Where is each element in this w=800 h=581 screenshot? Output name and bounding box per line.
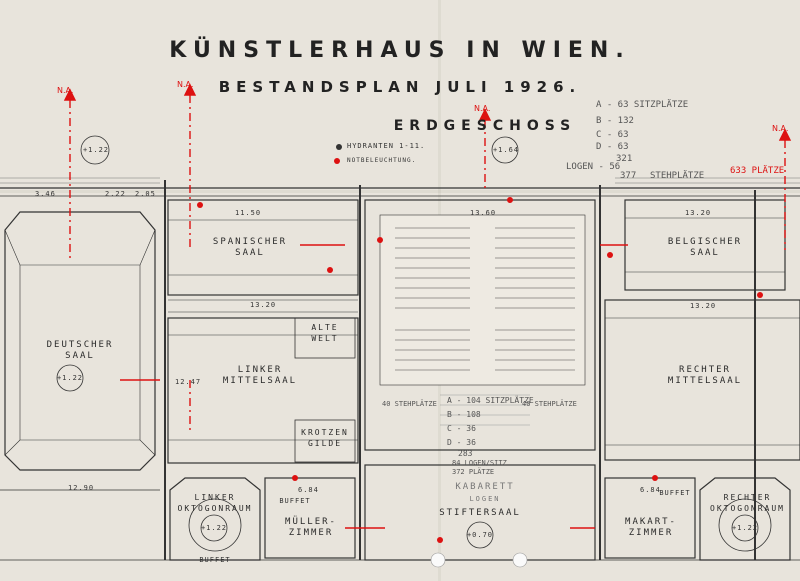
room-stiftersaal: STIFTERSAAL: [439, 508, 521, 518]
room-buffet: BUFFET: [659, 489, 691, 497]
dimension: 13.20: [250, 301, 277, 309]
hydrant-legend-symbol: [336, 144, 342, 150]
dimension: 2.22: [105, 190, 126, 198]
paper-fold: [0, 190, 800, 193]
seat-row: B - 132: [596, 116, 634, 126]
dimension: 13.20: [690, 302, 717, 310]
room-krotzen-gilde: KROTZEN GILDE: [301, 428, 349, 448]
seat-row: 283: [458, 449, 473, 458]
elevation-mark: +1.22: [82, 146, 110, 154]
linker-mittelsaal-outline: [167, 317, 359, 464]
dimension: 11.50: [235, 209, 262, 217]
dimension: 6.84: [640, 486, 661, 494]
dimension: 3.46: [35, 190, 56, 198]
seat-row: 372 PLÄTZE: [452, 468, 495, 476]
dimension: 13.20: [685, 209, 712, 217]
seat-row: 321: [616, 154, 633, 164]
standing-right: 40 STEHPLÄTZE: [522, 400, 577, 408]
seat-row: D - 63: [596, 142, 629, 152]
room-linker-oktogonraum: LINKER OKTOGONRAUM: [177, 493, 253, 513]
seat-row: D - 36: [447, 438, 476, 447]
section-label: N.A.: [57, 86, 74, 95]
seat-row: B - 108: [447, 410, 481, 419]
linker-oktogon-outline: [169, 477, 261, 561]
elevation-mark: +1.64: [492, 146, 520, 154]
elevation-mark: +1.22: [200, 524, 228, 532]
seat-total: 633 PLÄTZE: [730, 166, 785, 176]
section-marks: [63, 83, 792, 529]
section-label: N.A.: [772, 124, 789, 133]
dimension: 12.90: [68, 484, 95, 492]
room-alte-welt: ALTE WELT: [311, 323, 339, 343]
room-mueller-zimmer: MÜLLER- ZIMMER: [285, 517, 337, 538]
makart-zimmer-outline: [604, 477, 696, 559]
seat-row: A - 63 SITZPLÄTZE: [596, 100, 689, 110]
legend-hydrants: HYDRANTEN 1-11.: [347, 142, 426, 150]
central-hall-outline: [364, 199, 596, 451]
elevation-mark: +1.22: [56, 374, 84, 382]
elevation-mark: +0.70: [466, 531, 494, 539]
seat-row: C - 36: [447, 424, 476, 433]
page-subtitle: BESTANDSPLAN JULI 1926.: [218, 78, 582, 96]
dimension: 12.47: [175, 378, 202, 386]
dimension: 6.84: [298, 486, 319, 494]
room-belgischer-saal: BELGISCHER SAAL: [667, 237, 743, 258]
seat-row: A - 104 SITZPLÄTZE: [447, 396, 534, 405]
room-linker-mittelsaal: LINKER MITTELSAAL: [222, 365, 298, 386]
seat-row: STEHPLÄTZE: [650, 171, 705, 181]
seat-row: 84 LOGEN/SITZ: [452, 459, 507, 467]
mueller-zimmer-outline: [264, 477, 356, 559]
dimension: 13.60: [470, 209, 497, 217]
page-title: KÜNSTLERHAUS IN WIEN.: [169, 38, 631, 63]
elevation-mark: +1.22: [731, 524, 759, 532]
dimension: 2.05: [135, 190, 156, 198]
rechter-mittelsaal-outline: [604, 299, 800, 461]
room-buffet: BUFFET: [199, 556, 231, 564]
room-rechter-oktogonraum: RECHTER OKTOGONRAUM: [710, 493, 785, 513]
legend-emergency-lights: NOTBELEUCHTUNG.: [347, 157, 417, 164]
standing-left: 40 STEHPLÄTZE: [382, 400, 437, 408]
room-buffet: BUFFET: [279, 497, 311, 505]
seat-row: C - 63: [596, 130, 629, 140]
room-spanischer-saal: SPANISCHER SAAL: [212, 237, 288, 258]
floor-label: ERDGESCHOSS: [393, 118, 577, 134]
room-kabarett: KABARETT: [455, 482, 515, 492]
section-label: N.A.: [177, 80, 194, 89]
room-logen: LOGEN: [469, 495, 501, 503]
room-deutscher-saal: DEUTSCHER SAAL: [46, 340, 114, 361]
rechter-oktogon-outline: [699, 477, 791, 561]
section-label: N.A.: [474, 104, 491, 113]
seating-rows: [395, 227, 575, 426]
seat-row: 377: [620, 171, 637, 181]
room-makart-zimmer: MAKART- ZIMMER: [625, 517, 677, 538]
room-rechter-mittelsaal: RECHTER MITTELSAAL: [667, 365, 743, 386]
spanischer-saal-outline: [167, 199, 359, 296]
seat-row: LOGEN - 56: [566, 162, 621, 172]
emergency-light-legend-dot: [334, 158, 340, 164]
